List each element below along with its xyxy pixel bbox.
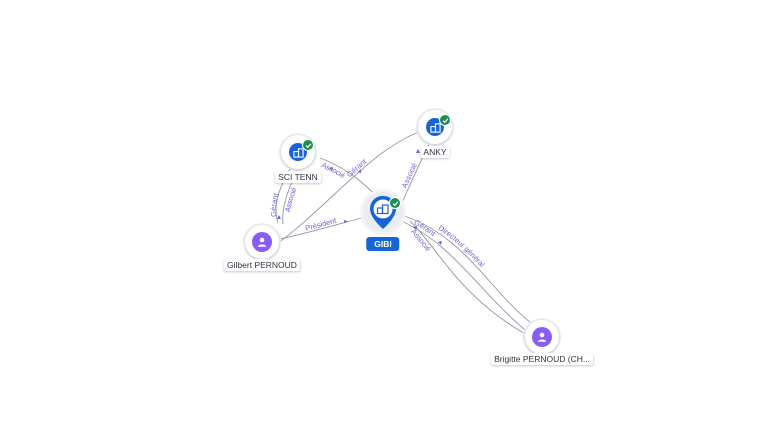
node-label: Brigitte PERNOUD (CH...	[491, 353, 593, 365]
node-label-main: GIBI	[366, 237, 400, 251]
person-icon	[252, 232, 272, 252]
edge-label: Gérant	[345, 156, 369, 179]
edge-label: Associé	[409, 227, 432, 253]
edge-label: Président	[304, 216, 338, 233]
check-icon	[439, 114, 451, 126]
arrow-icon	[358, 169, 361, 173]
edge-associe-brigitte-gibi[interactable]	[409, 220, 537, 341]
edge-label: Gérant	[269, 191, 281, 217]
arrow-icon	[344, 220, 348, 223]
arrow-icon	[329, 167, 333, 171]
arrow-icon	[416, 149, 420, 153]
check-icon	[302, 139, 314, 151]
arrow-icon	[277, 215, 281, 219]
person-icon	[532, 327, 552, 347]
node-label: SCI TENN	[275, 171, 321, 183]
arrow-icon	[413, 226, 417, 230]
node-label: ANKY	[420, 146, 450, 158]
check-icon	[389, 197, 401, 209]
edges-layer	[274, 129, 546, 341]
edge-arrows	[277, 149, 442, 245]
node-label: Gilbert PERNOUD	[224, 259, 300, 271]
edge-label: Associé	[400, 162, 419, 190]
arrow-icon	[438, 241, 442, 245]
